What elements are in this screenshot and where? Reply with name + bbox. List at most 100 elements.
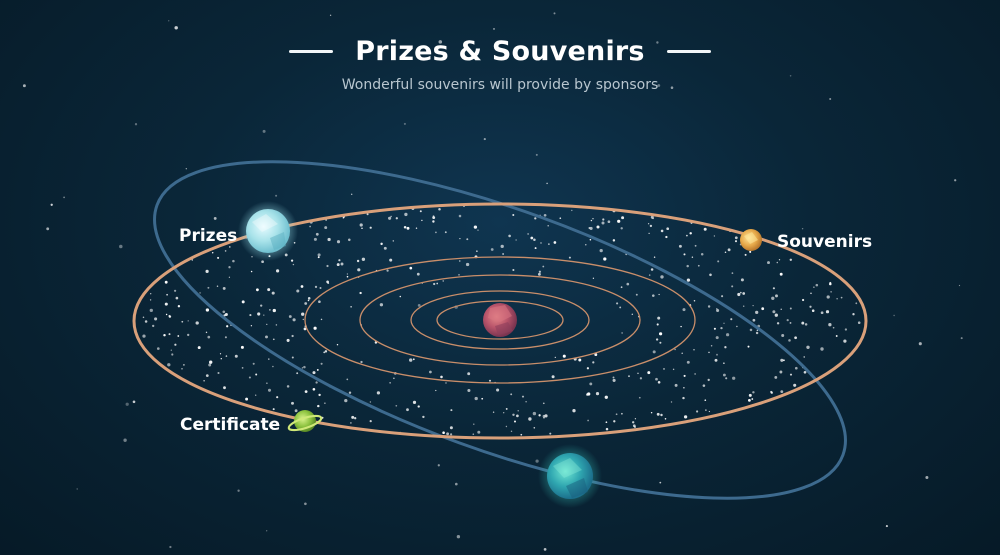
belt-star bbox=[205, 331, 208, 334]
belt-star bbox=[419, 210, 422, 213]
belt-star bbox=[429, 370, 432, 374]
belt-star bbox=[693, 299, 696, 302]
star bbox=[237, 489, 240, 492]
belt-star bbox=[832, 326, 835, 329]
star bbox=[553, 12, 556, 15]
belt-star bbox=[686, 264, 689, 268]
belt-star bbox=[350, 422, 352, 424]
belt-star bbox=[191, 259, 194, 261]
belt-star bbox=[621, 216, 625, 220]
belt-star bbox=[512, 413, 515, 417]
belt-star bbox=[655, 377, 658, 381]
belt-star bbox=[538, 414, 541, 417]
belt-star bbox=[177, 335, 180, 337]
souvenirs-label[interactable]: Souvenirs bbox=[777, 232, 873, 252]
belt-star bbox=[543, 213, 547, 217]
belt-star bbox=[292, 318, 296, 322]
belt-star bbox=[647, 371, 651, 375]
belt-star bbox=[710, 344, 713, 347]
belt-star bbox=[404, 212, 408, 217]
belt-star bbox=[794, 366, 798, 370]
belt-star bbox=[734, 240, 738, 243]
ringed-green-planet-icon[interactable] bbox=[287, 410, 323, 433]
belt-star bbox=[481, 397, 484, 400]
star bbox=[601, 221, 605, 225]
belt-star bbox=[356, 259, 360, 263]
belt-star bbox=[386, 269, 389, 272]
belt-star bbox=[187, 333, 190, 337]
belt-star bbox=[734, 236, 738, 240]
belt-star bbox=[631, 313, 634, 316]
belt-star bbox=[163, 333, 166, 337]
belt-star bbox=[589, 226, 593, 230]
belt-star bbox=[602, 218, 605, 221]
belt-star bbox=[361, 227, 363, 230]
belt-star bbox=[782, 359, 785, 362]
belt-star bbox=[195, 321, 199, 325]
belt-star bbox=[463, 205, 465, 208]
star bbox=[543, 548, 547, 551]
belt-star bbox=[810, 292, 812, 295]
certificate-label[interactable]: Certificate bbox=[180, 415, 281, 435]
belt-star bbox=[742, 305, 745, 307]
belt-star bbox=[291, 356, 294, 359]
belt-star bbox=[276, 396, 279, 399]
belt-star bbox=[301, 367, 303, 369]
star bbox=[438, 208, 441, 211]
belt-star bbox=[260, 304, 263, 307]
belt-star bbox=[173, 289, 177, 292]
star bbox=[417, 303, 421, 307]
belt-star bbox=[638, 396, 641, 399]
belt-star bbox=[589, 238, 592, 241]
star bbox=[731, 272, 734, 274]
star bbox=[660, 275, 664, 279]
belt-star bbox=[252, 362, 255, 365]
star bbox=[351, 193, 353, 195]
belt-star bbox=[234, 354, 238, 358]
belt-star bbox=[612, 239, 616, 242]
belt-star bbox=[269, 309, 271, 311]
belt-star bbox=[770, 390, 773, 393]
belt-star bbox=[474, 396, 478, 401]
belt-star bbox=[548, 243, 550, 245]
prizes-label[interactable]: Prizes bbox=[179, 226, 238, 246]
belt-star bbox=[393, 377, 395, 380]
belt-star bbox=[542, 265, 545, 268]
belt-star bbox=[245, 397, 249, 401]
star bbox=[169, 545, 172, 549]
belt-star bbox=[403, 225, 407, 229]
belt-star bbox=[694, 244, 697, 247]
inner-orbits bbox=[304, 256, 696, 384]
belt-star bbox=[388, 216, 392, 220]
belt-star bbox=[855, 302, 858, 305]
star bbox=[535, 153, 538, 156]
belt-star bbox=[721, 295, 724, 298]
belt-star bbox=[217, 371, 220, 375]
belt-star bbox=[730, 318, 733, 321]
belt-star bbox=[207, 286, 210, 289]
belt-star bbox=[340, 262, 344, 266]
belt-star bbox=[257, 312, 261, 316]
belt-star bbox=[772, 310, 776, 314]
belt-star bbox=[513, 420, 517, 423]
belt-star bbox=[304, 302, 308, 305]
belt-star bbox=[291, 334, 294, 338]
belt-star bbox=[510, 393, 513, 396]
star bbox=[185, 168, 187, 170]
belt-star bbox=[304, 390, 308, 393]
belt-star bbox=[727, 248, 731, 252]
golden-planet-icon[interactable] bbox=[740, 229, 762, 251]
belt-star bbox=[240, 345, 244, 349]
title-line-left bbox=[289, 50, 334, 53]
belt-star bbox=[488, 379, 492, 382]
belt-star bbox=[324, 350, 328, 353]
icy-blue-planet-icon[interactable] bbox=[238, 201, 298, 261]
belt-star bbox=[348, 391, 352, 394]
belt-star bbox=[604, 395, 608, 399]
star bbox=[134, 123, 138, 126]
belt-star bbox=[752, 304, 754, 307]
belt-star bbox=[613, 420, 616, 423]
star bbox=[199, 291, 202, 294]
belt-star bbox=[724, 251, 727, 254]
belt-star bbox=[512, 213, 515, 217]
